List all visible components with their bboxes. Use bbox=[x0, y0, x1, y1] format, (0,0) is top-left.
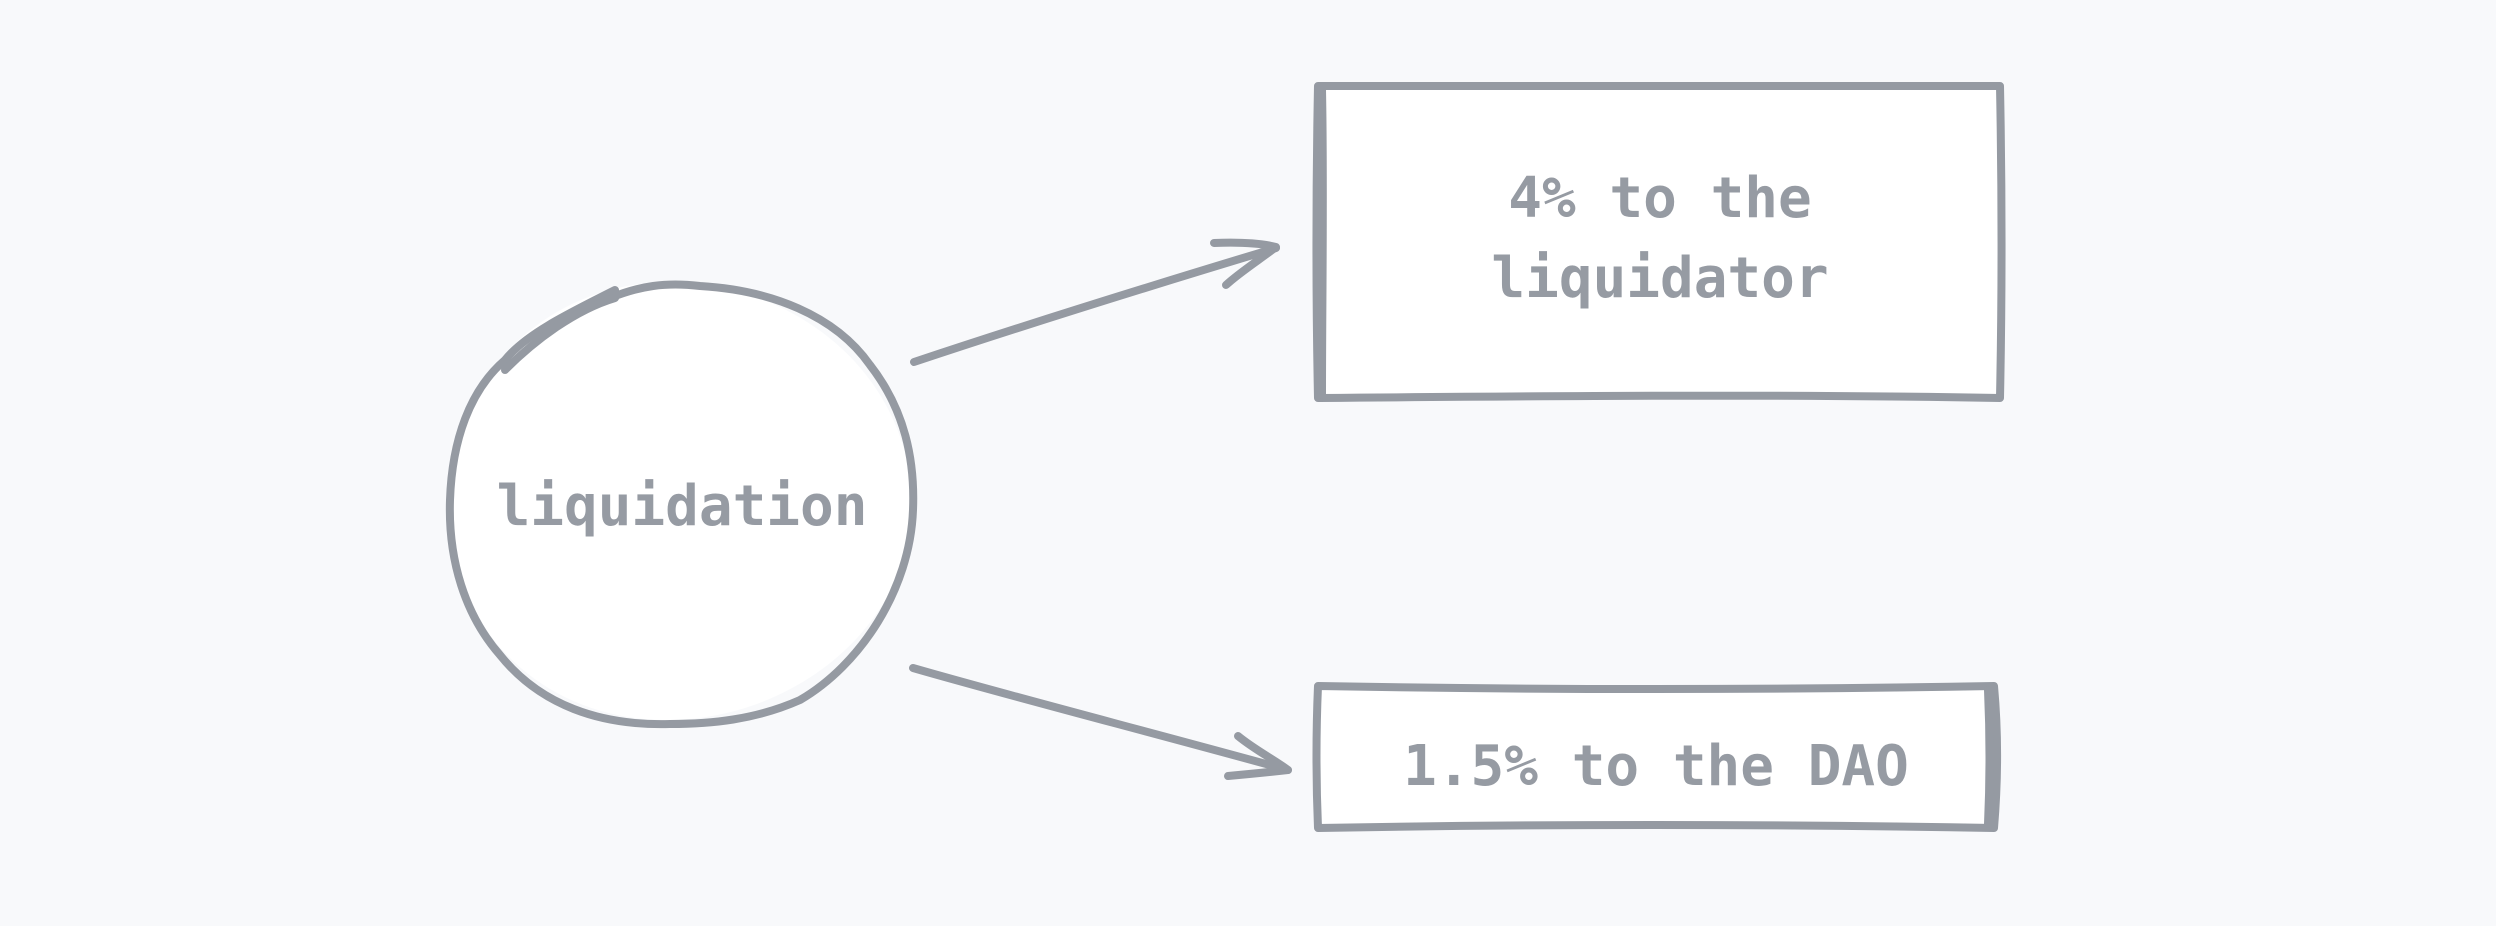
arrow-to-dao bbox=[909, 664, 1292, 780]
arrow-to-liquidator-head bbox=[1210, 238, 1280, 289]
dao-share-box-inner-edge bbox=[1984, 686, 1994, 828]
liquidation-node: liquidation bbox=[445, 280, 918, 729]
dao-share-node: 1.5% to the DAO bbox=[1312, 682, 2001, 832]
arrow-to-dao-line bbox=[909, 664, 1292, 774]
liquidator-share-label-line1: 4% to the bbox=[1508, 166, 1811, 231]
liquidator-share-label-line2: liquidator bbox=[1491, 246, 1828, 311]
liquidator-share-node: 4% to the liquidator bbox=[1312, 80, 2006, 402]
liquidation-circle-outline bbox=[445, 280, 918, 729]
arrow-to-dao-head bbox=[1224, 732, 1292, 780]
liquidation-circle-overlap bbox=[501, 294, 619, 374]
dao-share-box-outline bbox=[1312, 682, 2001, 832]
dao-share-label: 1.5% to the DAO bbox=[1403, 734, 1909, 799]
arrow-to-liquidator-line bbox=[910, 244, 1280, 366]
liquidator-share-box-inner-edge bbox=[1318, 86, 1327, 399]
liquidation-label: liquidation bbox=[497, 474, 868, 539]
arrow-to-liquidator bbox=[910, 238, 1280, 366]
liquidator-share-box-outline bbox=[1312, 80, 2006, 402]
